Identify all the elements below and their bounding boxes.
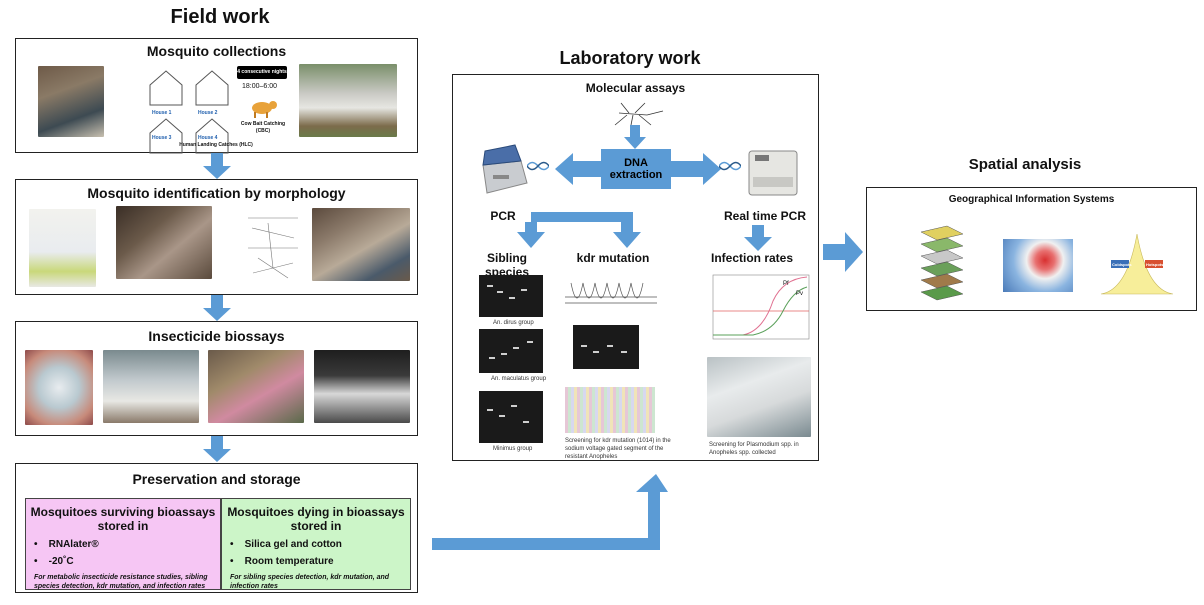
- surviving-storage-box: Mosquitoes surviving bioassays stored in…: [25, 498, 221, 590]
- lab-technician-photo: [707, 357, 811, 437]
- gis-layers-icon: [920, 225, 964, 301]
- infection-caption: Screening for Plasmodium spp. in Anophel…: [709, 442, 799, 456]
- spatial-analysis-title: Spatial analysis: [968, 156, 1082, 173]
- preservation-title: Preservation and storage: [132, 471, 301, 487]
- coldspots-label: Coldspots: [1112, 262, 1132, 267]
- dying-title: Mosquitoes dying in bioassays stored in: [227, 505, 405, 533]
- gel-2-caption: An. maculatus group: [491, 376, 547, 382]
- pcr-branch-arrows: [517, 212, 641, 248]
- petri-dish-photo: [25, 350, 93, 425]
- dying-storage-box: Mosquitoes dying in bioassays stored in …: [221, 498, 411, 590]
- realtime-pcr-label: Real time PCR: [723, 209, 807, 223]
- vials-photo: [29, 209, 96, 287]
- surviving-item-2-text: -20˚C: [48, 556, 74, 567]
- preservation-panel: Preservation and storage Mosquitoes surv…: [15, 463, 418, 593]
- arrow-down-3: [203, 436, 231, 462]
- lab-room-photo: [312, 208, 410, 281]
- hotspots-label: Hotspots: [1146, 262, 1164, 267]
- dying-item-2-text: Room temperature: [244, 556, 334, 567]
- arrow-down-1: [203, 153, 231, 179]
- arrow-lab-to-spatial: [823, 232, 863, 272]
- night-bioassay-photo: [314, 350, 410, 423]
- gel-image-2: [479, 329, 543, 373]
- gis-label: Geographical Information Systems: [948, 194, 1115, 205]
- mosquito-collections-panel: Mosquito collections House 1 House 2 Hou…: [15, 38, 418, 154]
- sodium-channel-diagram: [565, 282, 657, 304]
- hotspot-heatmap: [1003, 239, 1073, 292]
- qpcr-amplification-chart: [712, 274, 810, 340]
- morphology-key-drawing: [248, 217, 298, 279]
- dying-item-1: • Silica gel and cotton: [230, 539, 342, 550]
- qpcr-label-pv: Pv: [796, 291, 804, 297]
- human-landing-photo: [38, 66, 104, 137]
- house-3-label-visible: House 3: [152, 135, 172, 141]
- nights-badge: 4 consecutive nights: [237, 66, 287, 79]
- bioassays-panel: Insecticide biossays: [15, 321, 418, 436]
- dna-extraction-box: DNA extraction: [601, 149, 671, 189]
- mosquito-icon: [614, 102, 664, 126]
- dna-helix-icon-left: [527, 161, 549, 171]
- arrow-to-dna: [624, 125, 646, 149]
- cow-icon: [252, 101, 277, 118]
- gel-image-3: [479, 391, 543, 443]
- house-1-label: House 1: [152, 110, 172, 116]
- arrow-down-2: [203, 295, 231, 321]
- infection-rates-label: Infection rates: [710, 251, 794, 265]
- lab-panel: Molecular assays DNA extraction PCR Real…: [452, 74, 819, 461]
- surviving-item-2: • -20˚C: [34, 556, 74, 567]
- kdr-mutation-label: kdr mutation: [576, 251, 650, 265]
- house-4-label: House 4: [198, 135, 218, 141]
- gel-3-caption: Minimus group: [493, 446, 533, 452]
- bioassay-tubes-photo: [103, 350, 199, 423]
- pcr-machine-icon: [482, 144, 528, 194]
- molecular-assays-label: Molecular assays: [585, 81, 686, 95]
- workers-photo: [208, 350, 304, 423]
- field-work-title: Field work: [170, 6, 270, 28]
- houses-diagram: [149, 70, 229, 154]
- dna-helix-icon-right: [719, 161, 741, 171]
- surviving-item-1: • RNAlater®: [34, 539, 99, 550]
- spatial-panel: Geographical Information Systems Coldspo…: [866, 187, 1197, 311]
- identification-panel: Mosquito identification by morphology: [15, 179, 418, 295]
- time-label: 18:00–6:00: [242, 83, 278, 90]
- house-2-label: House 2: [198, 110, 218, 116]
- gel-image-1: [479, 275, 543, 317]
- surviving-note: For metabolic insecticide resistance stu…: [34, 574, 208, 590]
- realtime-pcr-machine-icon: [748, 150, 798, 196]
- hlc-label: Human Landing Catches (HLC): [179, 142, 253, 148]
- kdr-gel-image: [573, 325, 639, 369]
- mosquito-collections-title: Mosquito collections: [146, 43, 287, 59]
- surviving-title: Mosquitoes surviving bioassays stored in: [30, 505, 216, 533]
- dying-note: For sibling species detection, kdr mutat…: [230, 574, 390, 590]
- distribution-curve: [1100, 233, 1174, 295]
- cow-bait-label: Cow Bait Catching (CBC): [240, 121, 286, 134]
- microscope-photo: [116, 206, 212, 279]
- gel-1-caption: An. dirus group: [493, 320, 534, 326]
- surviving-item-1-text: RNAlater®: [48, 539, 99, 550]
- identification-title: Mosquito identification by morphology: [87, 185, 346, 201]
- arrow-preservation-to-lab: [432, 474, 668, 550]
- dying-item-2: • Room temperature: [230, 556, 334, 567]
- qpcr-label-pf: Pf: [783, 281, 789, 287]
- pcr-label: PCR: [490, 209, 516, 223]
- kdr-caption: Screening for kdr mutation (1014) in the…: [565, 438, 671, 460]
- cow-photo: [299, 64, 397, 137]
- lab-work-title: Laboratory work: [559, 48, 701, 68]
- realtime-to-infection-arrow: [744, 225, 772, 251]
- sequence-alignment-image: [565, 387, 655, 433]
- bioassays-title: Insecticide biossays: [148, 328, 285, 344]
- dying-item-1-text: Silica gel and cotton: [244, 539, 342, 550]
